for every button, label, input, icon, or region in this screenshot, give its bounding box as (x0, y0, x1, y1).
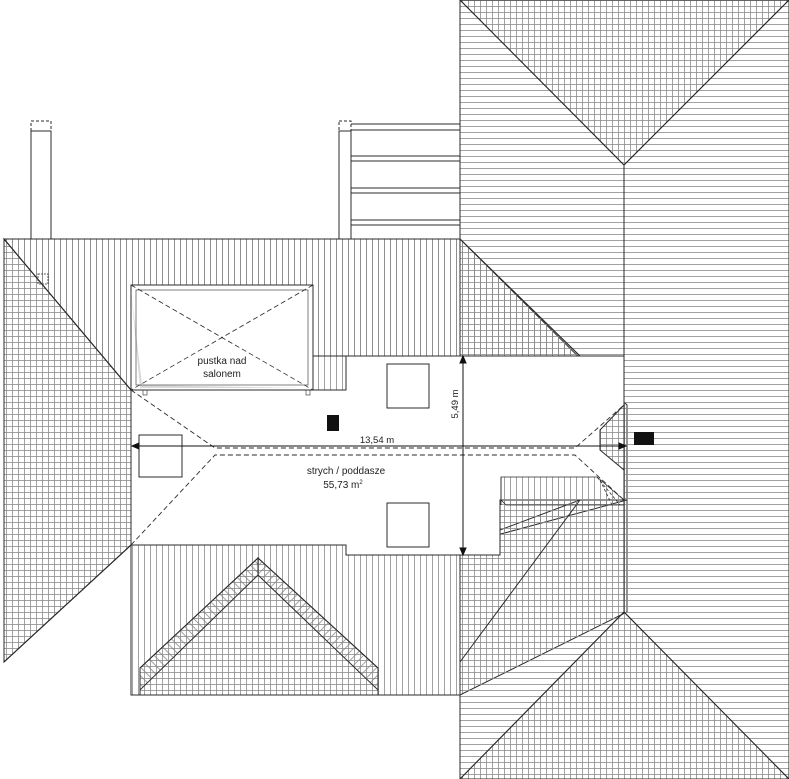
ridge-projection (130, 389, 625, 546)
void-label-line2: salonem (203, 369, 241, 380)
skylight (138, 363, 430, 548)
chimney-block (327, 415, 654, 445)
post-marker (305, 389, 311, 396)
attic-area (130, 355, 625, 556)
staircase (500, 476, 625, 506)
void-over-living-room (130, 284, 314, 391)
void-label-line1: pustka nad (198, 356, 247, 367)
width-dimension-line (130, 442, 628, 450)
attic-label: strych / poddasze (307, 466, 386, 477)
roof-hip-lines (3, 238, 581, 663)
width-dimension-label: 13,54 m (360, 435, 394, 446)
front-dormer (139, 556, 379, 696)
depth-dimension-label: 5,49 m (450, 389, 461, 418)
attic-area-label: 55,73 m2 (323, 480, 363, 491)
depth-dimension-line (459, 354, 467, 557)
balcony-railing (338, 120, 460, 240)
chimney-left (30, 120, 52, 240)
attic-area-unit-sup: 2 (359, 480, 363, 486)
vent-icon (37, 273, 49, 285)
post-marker (142, 389, 148, 396)
attic-area-value: 55,73 m (323, 480, 359, 491)
